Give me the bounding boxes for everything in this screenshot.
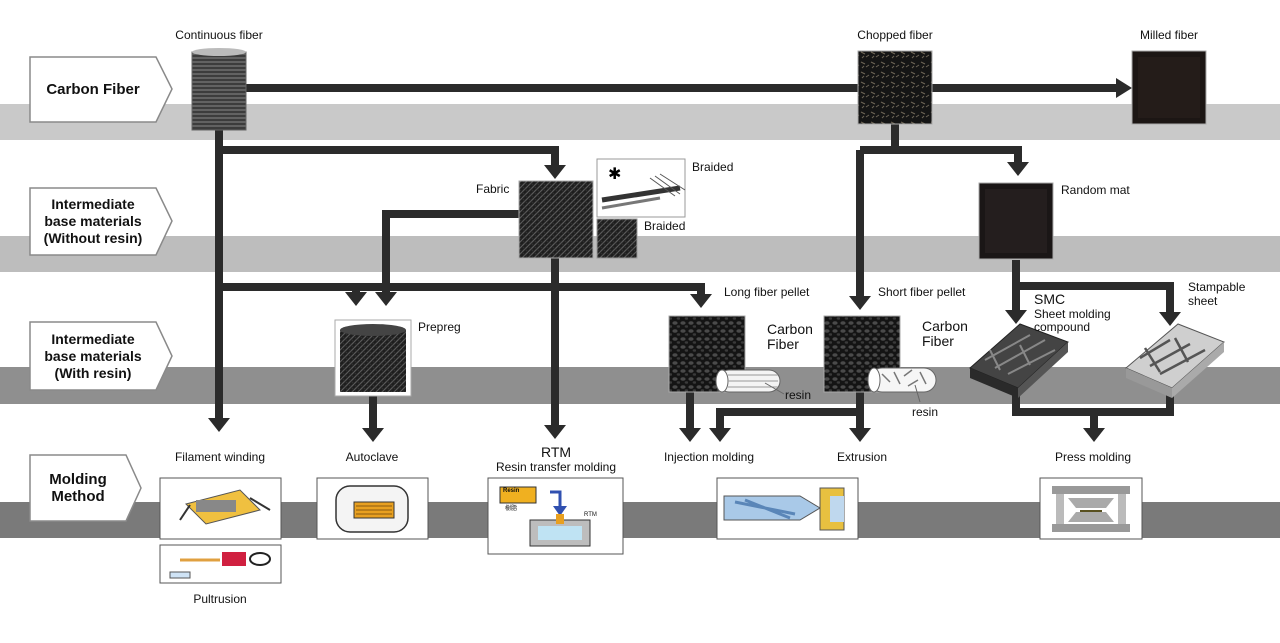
arrowhead-prepreg-right (375, 292, 397, 306)
arrowhead-milled (1116, 78, 1132, 98)
label-braided-bottom: Braided (644, 219, 686, 233)
label-extrusion: Extrusion (836, 450, 888, 464)
arrowhead-injection-b (709, 428, 731, 442)
arrowhead-short-pellet (849, 296, 871, 310)
arrow-random-mat-to-stampable (1016, 282, 1174, 312)
stampable-sheet-image (1125, 323, 1225, 398)
filament-winding-illustration (159, 477, 282, 540)
label-smc-sub: Sheet molding compound (1034, 307, 1111, 334)
label-prepreg: Prepreg (418, 320, 461, 334)
label-chopped-fiber: Chopped fiber (857, 28, 933, 42)
arrowhead-stampable (1159, 312, 1181, 326)
label-injection-molding: Injection molding (663, 450, 755, 464)
label-continuous-fiber: Continuous fiber (175, 28, 263, 42)
stage-label-without-resin: Intermediate base materials (Without res… (43, 196, 143, 246)
braided-photo (596, 218, 638, 259)
arrow-fabric-to-prepreg (382, 210, 519, 292)
milled-fiber-image (1131, 50, 1207, 125)
stage-label-carbon-fiber: Carbon Fiber (46, 81, 140, 98)
arrowhead-prepreg-left (345, 292, 367, 306)
smc-image (969, 323, 1069, 398)
arrowhead-random-mat (1007, 162, 1029, 176)
arrowhead-fabric (544, 165, 566, 179)
label-smc: SMC (1034, 291, 1066, 307)
autoclave-illustration (316, 477, 429, 540)
fabric-image (518, 180, 594, 259)
label-rtm: RTM (540, 444, 572, 460)
short-fiber-pellet-image (823, 315, 937, 403)
label-random-mat: Random mat (1061, 183, 1130, 197)
label-stampable-sheet: Stampable sheet (1188, 280, 1246, 308)
press-molding-illustration (1039, 477, 1143, 540)
label-filament-winding: Filament winding (174, 450, 266, 464)
band-carbon-fiber (0, 104, 1280, 140)
injection-molding-illustration (716, 477, 859, 540)
label-braided-top: Braided (692, 160, 734, 174)
stage-chevron-with-resin (29, 321, 173, 391)
label-milled-fiber: Milled fiber (1139, 28, 1199, 42)
arrowhead-injection-a (679, 428, 701, 442)
label-short-resin: resin (912, 405, 939, 419)
label-short-carbon-fiber: Carbon Fiber (922, 318, 968, 349)
long-fiber-pellet-image (668, 315, 785, 395)
rtm-illustration (487, 477, 624, 555)
stage-chevron-without-resin (29, 187, 173, 256)
flow-arrows (215, 84, 1174, 428)
svg-text:✱: ✱ (608, 164, 621, 183)
label-fabric: Fabric (476, 182, 510, 196)
short-fiber-pellet-cylinder (867, 367, 937, 403)
chopped-fiber-image (857, 50, 933, 125)
long-fiber-pellet-cylinder (715, 369, 785, 395)
band-with-resin (0, 367, 1280, 404)
stage-chevron-molding (29, 454, 142, 522)
arrowheads (208, 78, 1181, 442)
prepreg-image (334, 319, 412, 397)
stage-label-with-resin: Intermediate base materials (With resin) (44, 330, 142, 381)
arrowhead-autoclave (362, 428, 384, 442)
arrowhead-rtm (544, 425, 566, 439)
arrowhead-smc (1005, 310, 1027, 324)
arrowhead-filament (208, 418, 230, 432)
arrowhead-long-pellet (690, 294, 712, 308)
arrow-short-pellet-to-injection (716, 408, 860, 428)
band-without-resin (0, 236, 1280, 272)
arrow-continuous-to-long-pellet (219, 283, 705, 296)
label-short-fiber-pellet: Short fiber pellet (878, 285, 966, 299)
label-long-carbon-fiber: Carbon Fiber (767, 321, 813, 352)
label-long-fiber-pellet: Long fiber pellet (724, 285, 810, 299)
label-pultrusion: Pultrusion (193, 592, 247, 606)
stage-label-molding: Molding Method (49, 471, 107, 505)
random-mat-image (978, 182, 1054, 260)
braided-diagram: ✱ (596, 158, 686, 218)
label-rtm-resin-tag: Resin (503, 488, 520, 494)
arrowhead-press (1083, 428, 1105, 442)
arrowhead-extrusion (849, 428, 871, 442)
continuous-fiber-image (191, 48, 247, 131)
arrow-chopped-to-random-mat (860, 146, 1022, 162)
label-press-molding: Press molding (1054, 450, 1132, 464)
label-rtm-tag: RTM (584, 512, 597, 518)
stage-chevron-carbon-fiber (29, 56, 173, 123)
label-rtm-sub: Resin transfer molding (495, 460, 617, 474)
label-long-resin: resin (785, 388, 812, 402)
arrow-continuous-to-fabric (219, 146, 559, 167)
label-rtm-resin-tag2: 樹脂 (505, 506, 518, 512)
label-autoclave: Autoclave (345, 450, 399, 464)
pultrusion-illustration (159, 544, 282, 584)
